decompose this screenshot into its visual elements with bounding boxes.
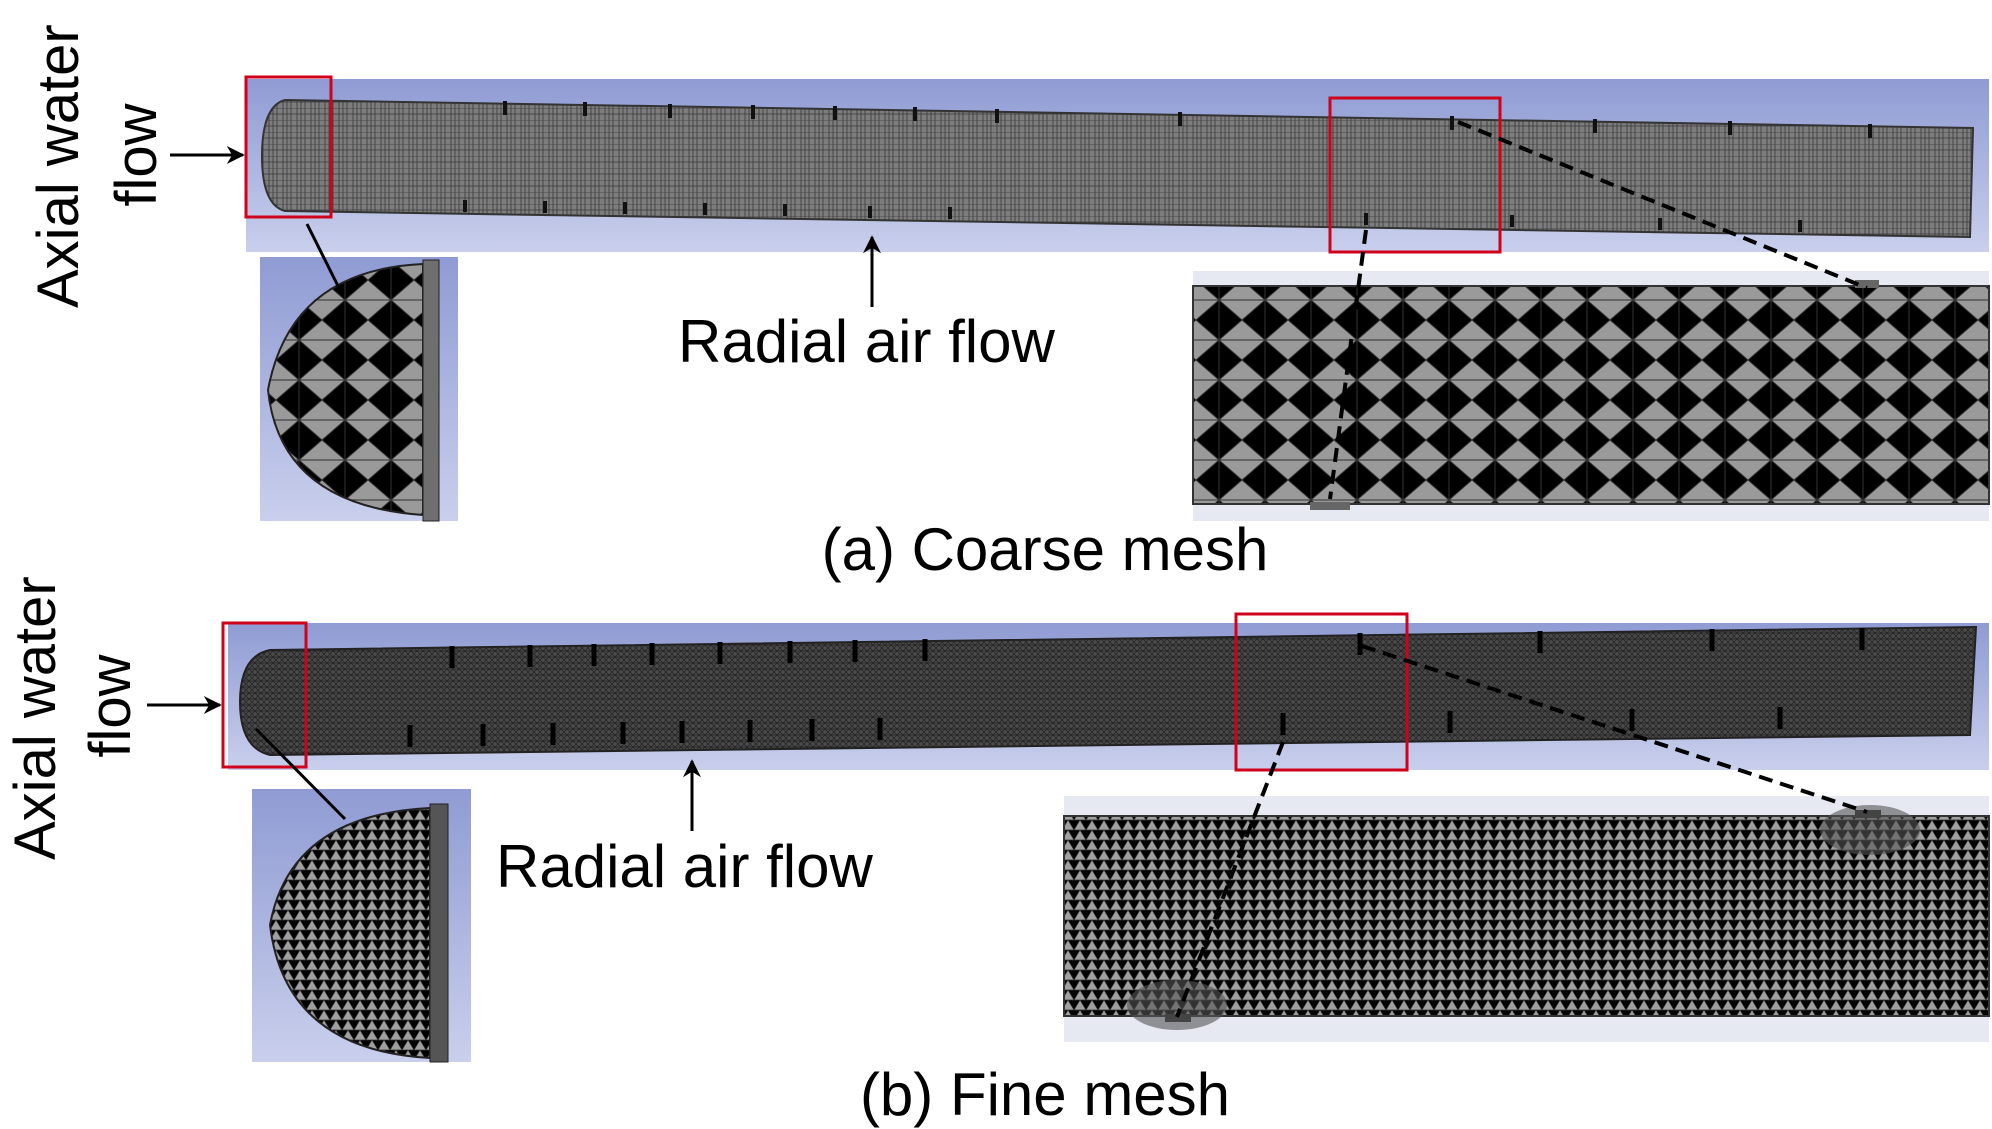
caption-a: (a) Coarse mesh [822, 516, 1269, 583]
axial-label-line1: Axial water [26, 24, 91, 308]
panel-a-coarse-mesh: Axial water flow Radial air flow (a) Coa… [26, 24, 1990, 583]
inset-connector-line [305, 223, 341, 289]
inset-connector-line [254, 727, 347, 821]
highlight-box-middle [1328, 96, 1502, 254]
dashed-connector-bottom [1175, 741, 1285, 1018]
inlet-zoom-inset [260, 257, 458, 522]
axial-label-line1: Axial water [3, 576, 68, 860]
radial-label: Radial air flow [678, 308, 1055, 375]
middle-zoom-inset [1192, 271, 1990, 521]
coarse-tube-mesh [260, 98, 1975, 239]
air-inlet-marks [463, 101, 1872, 232]
highlight-box-middle [1234, 612, 1409, 772]
dashed-connector-top [1457, 120, 1868, 290]
panel-b-fine-mesh: Axial water flow Radial air flow (b) Fin… [3, 576, 1990, 1128]
caption-b: (b) Fine mesh [860, 1061, 1230, 1128]
inlet-zoom-inset [252, 789, 471, 1063]
fine-tube-mesh [238, 625, 1978, 757]
axial-label-line2: flow [104, 102, 169, 206]
highlight-box-inlet [221, 621, 308, 769]
radial-label: Radial air flow [496, 833, 873, 900]
dashed-connector-top [1361, 644, 1868, 814]
middle-zoom-inset [1063, 796, 1990, 1042]
air-inlet-marks [407, 628, 1865, 747]
axial-label-line2: flow [78, 653, 143, 757]
highlight-box-inlet [244, 75, 333, 219]
dashed-connector-bottom [1328, 229, 1368, 500]
